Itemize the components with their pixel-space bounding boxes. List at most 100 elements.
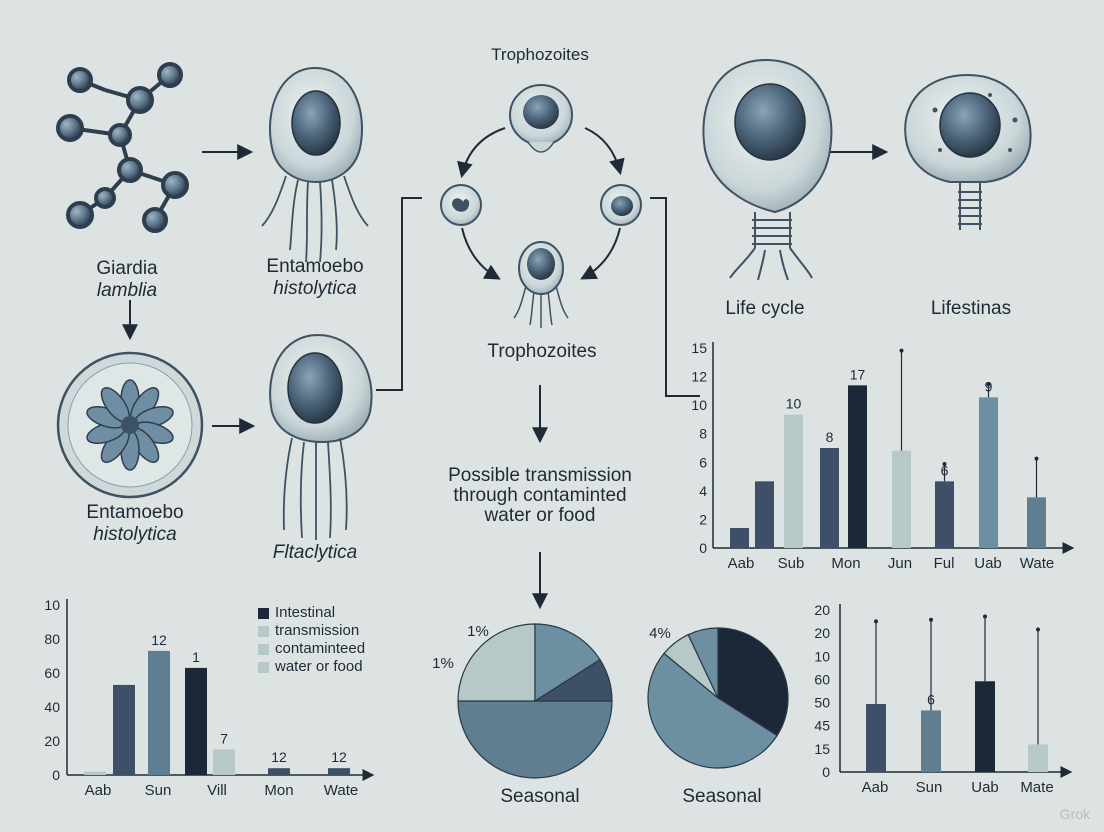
pie-slice <box>647 652 778 769</box>
entamoeba-cell-icon <box>269 333 373 540</box>
data-label: 12 <box>151 632 167 648</box>
data-label: 17 <box>850 366 866 382</box>
data-label: 6 <box>941 462 949 478</box>
label-giardia-line2: lamblia <box>96 280 158 301</box>
whisker-cap <box>986 382 991 386</box>
pie-slice <box>457 700 613 779</box>
molecule-icon <box>56 62 189 233</box>
y-tick-label: 15 <box>691 340 707 356</box>
legend-label: Intestinal <box>275 604 336 621</box>
data-label: 8 <box>826 429 834 445</box>
data-label: 12 <box>271 749 287 765</box>
legend-item: Intestinal <box>258 604 365 622</box>
whisker-cap <box>929 617 933 622</box>
y-tick-label: 0 <box>52 767 60 783</box>
bar <box>1028 744 1048 772</box>
bar <box>113 684 135 775</box>
bar <box>921 710 941 772</box>
x-tick-label: Sun <box>916 779 943 796</box>
bar <box>185 667 207 775</box>
y-tick-label: 40 <box>44 699 60 715</box>
x-tick-label: Uab <box>971 779 999 796</box>
x-tick-label: Ful <box>934 555 955 572</box>
legend-label: contaminteed <box>275 640 366 657</box>
x-tick-label: Sun <box>145 782 172 799</box>
y-tick-label: 60 <box>814 671 830 687</box>
bar <box>935 481 954 548</box>
x-tick-label: Aab <box>728 555 755 572</box>
bar <box>1027 497 1046 548</box>
legend-label: water or food <box>275 658 363 675</box>
y-tick-label: 10 <box>691 397 707 413</box>
label-giardia: Giardia lamblia <box>62 258 192 302</box>
label-entamoeba-left-line1: Entamoebo <box>86 502 184 523</box>
bar <box>268 768 290 775</box>
watermark: Grok <box>1059 806 1090 822</box>
pie-chart-seasonal-right: 4% <box>647 625 789 769</box>
y-tick-label: 10 <box>814 648 830 664</box>
y-tick-label: 0 <box>822 764 830 780</box>
connector-line <box>376 197 422 391</box>
legend-swatch <box>258 607 269 619</box>
whisker-cap <box>942 462 947 466</box>
entamoeba-cell-icon <box>261 66 369 263</box>
legend-item: transmission <box>258 622 365 640</box>
y-tick-label: 0 <box>699 540 707 556</box>
label-lifestinas: Lifestinas <box>930 298 1012 319</box>
connector-line <box>650 197 700 397</box>
x-tick-label: Wate <box>1020 555 1054 572</box>
data-label: 7 <box>220 731 228 747</box>
x-tick-label: Mon <box>831 555 860 572</box>
bar <box>730 528 749 548</box>
label-trophozoites-mid: Trophozoites <box>487 341 597 362</box>
legend-swatch <box>258 643 269 655</box>
trophozoite-cell-icon <box>513 241 569 328</box>
data-label: 6 <box>927 691 935 707</box>
data-label: 12 <box>331 749 347 765</box>
bar <box>784 414 803 548</box>
pie-slice <box>534 623 601 703</box>
pie-label: 1% <box>467 623 489 640</box>
trophozoite-cell-icon <box>509 84 573 153</box>
label-entamoeba-top-line2: histolytica <box>273 278 357 299</box>
x-tick-label: Sub <box>778 555 805 572</box>
lifestinas-cell-icon <box>904 73 1032 230</box>
x-tick-label: Aab <box>85 782 112 799</box>
legend-label: transmission <box>275 622 360 639</box>
label-giardia-line1: Giardia <box>96 258 158 279</box>
label-trophozoites-top: Trophozoites <box>491 45 589 64</box>
y-tick-label: 45 <box>814 718 830 734</box>
legend-item: water or food <box>258 658 365 676</box>
data-label: 9 <box>985 378 993 394</box>
y-tick-label: 8 <box>699 426 707 442</box>
bar <box>148 650 170 775</box>
label-transmission: Possible transmission through contaminte… <box>420 466 660 526</box>
y-tick-label: 80 <box>44 631 60 647</box>
pie-chart-seasonal-left: 1%1% <box>432 623 613 779</box>
bar <box>328 768 350 775</box>
bar <box>975 681 995 772</box>
label-seasonal-right: Seasonal <box>682 786 762 807</box>
bar <box>820 448 839 548</box>
y-tick-label: 2 <box>699 511 707 527</box>
x-tick-label: Jun <box>888 555 912 572</box>
label-seasonal-left: Seasonal <box>500 786 580 807</box>
bar <box>892 450 911 548</box>
trophozoite-cell-icon <box>600 184 642 226</box>
label-fltaclytica-text: Fltaclytica <box>272 542 358 563</box>
y-tick-label: 12 <box>691 369 707 385</box>
data-label: 10 <box>786 396 802 412</box>
whisker-cap <box>983 614 987 619</box>
pie-slice <box>687 627 719 699</box>
data-label: 1 <box>192 649 200 665</box>
y-tick-label: 6 <box>699 454 707 470</box>
whisker-cap <box>874 619 878 624</box>
y-tick-label: 20 <box>44 733 60 749</box>
whisker-cap <box>1034 456 1039 461</box>
trophozoite-cell-icon <box>440 184 482 226</box>
label-transmission-line1: Possible transmission <box>448 465 632 486</box>
